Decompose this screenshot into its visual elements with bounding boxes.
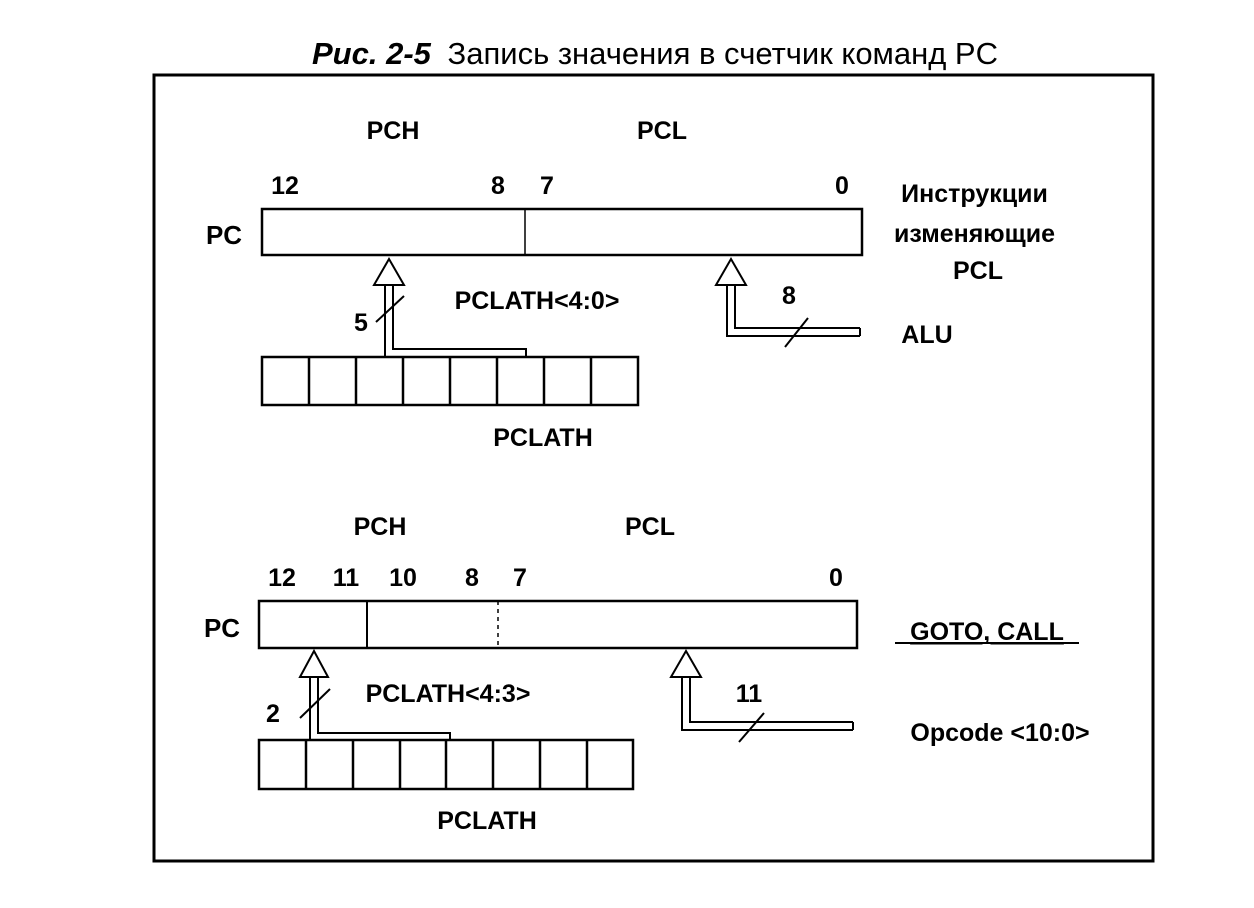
bottom-pc-label: PC <box>204 613 240 643</box>
bottom-bus-width-pclath: 2 <box>266 700 280 728</box>
top-side-label-line3: PCL <box>953 257 1003 285</box>
bottom-pclath-register <box>257 738 635 791</box>
bottom-opcode-bus <box>669 648 854 743</box>
top-bit-7: 7 <box>540 172 554 200</box>
bottom-bit-10: 10 <box>389 564 417 592</box>
bottom-pcl-label: PCL <box>625 513 675 541</box>
top-side-label-line1: Инструкции <box>901 180 1048 208</box>
top-pch-label: PCH <box>367 117 420 145</box>
bottom-side-label: GOTO, CALL <box>910 618 1064 646</box>
top-alu-bus <box>714 256 861 348</box>
top-section: PCH PCL 12 8 7 0 PC Инструкции изменяющи… <box>206 117 1062 452</box>
alu-label: ALU <box>901 321 952 349</box>
top-side-label-line2: изменяющие <box>894 220 1055 248</box>
bottom-pch-label: PCH <box>354 513 407 541</box>
top-pc-register <box>260 207 864 257</box>
top-bit-0: 0 <box>835 172 849 200</box>
top-pclath-bits-label: PCLATH<4:0> <box>455 287 620 315</box>
bottom-pc-register <box>257 599 859 650</box>
top-pcl-label: PCL <box>637 117 687 145</box>
top-bus-width-pclath: 5 <box>354 309 368 337</box>
top-pclath-register <box>260 355 640 407</box>
bottom-bit-12: 12 <box>268 564 296 592</box>
top-bit-12: 12 <box>271 172 299 200</box>
opcode-label: Opcode <10:0> <box>910 719 1089 747</box>
top-pclath-label: PCLATH <box>493 424 593 452</box>
figure-number: Рис. 2-5 <box>312 36 432 71</box>
top-pclath-bus <box>372 256 527 357</box>
bottom-pclath-bus <box>298 648 451 740</box>
diagram-frame <box>152 73 1155 863</box>
bottom-pclath-bits-label: PCLATH<4:3> <box>366 680 531 708</box>
top-bit-8: 8 <box>491 172 505 200</box>
top-side-label: Инструкции изменяющие PCL <box>894 180 1062 285</box>
figure-title: Рис. 2-5 Запись значения в счетчик коман… <box>312 36 998 71</box>
bottom-bit-8: 8 <box>465 564 479 592</box>
bottom-pclath-label: PCLATH <box>437 807 537 835</box>
bottom-bus-width-opcode: 11 <box>736 680 763 708</box>
bottom-bit-7: 7 <box>513 564 527 592</box>
figure-caption: Запись значения в счетчик команд PC <box>448 36 998 71</box>
top-bus-width-alu: 8 <box>782 282 796 310</box>
bottom-section: PCH PCL 12 11 10 8 7 0 PC GOTO, CALL 2 P… <box>204 513 1090 835</box>
bottom-bit-0: 0 <box>829 564 843 592</box>
top-pc-label: PC <box>206 220 242 250</box>
bottom-bit-11: 11 <box>333 564 360 592</box>
